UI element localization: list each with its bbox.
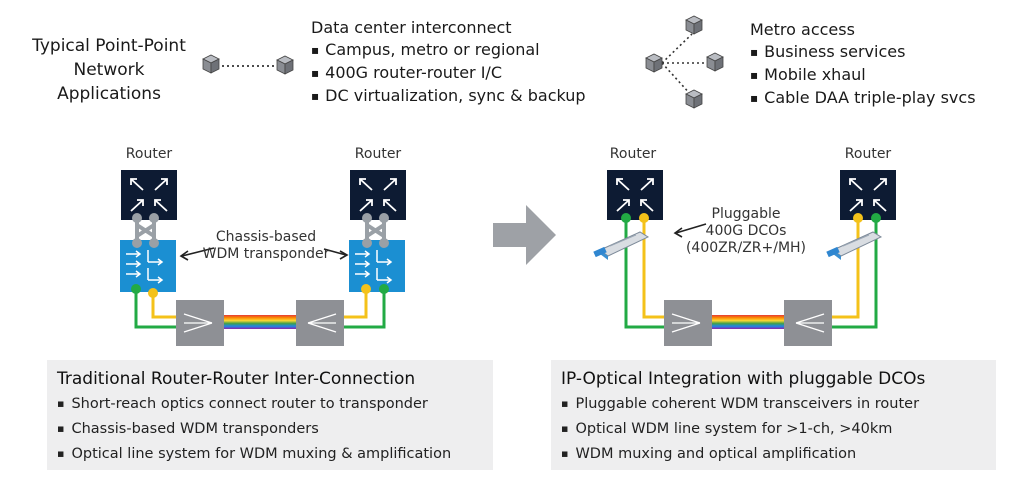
left-transponder-a-icon xyxy=(119,239,177,293)
left-panel-item: Short-reach optics connect router to tra… xyxy=(57,392,487,417)
annotation-line: Chassis-based xyxy=(215,229,317,245)
metro-heading: Metro access xyxy=(750,20,855,39)
right-wdm-line xyxy=(710,315,784,329)
dci-heading: Data center interconnect xyxy=(311,18,512,37)
metro-item: Mobile xhaul xyxy=(750,64,976,87)
left-wdm-line xyxy=(222,315,296,329)
metro-block: Metro access Business services Mobile xh… xyxy=(750,19,976,110)
dci-item: DC virtualization, sync & backup xyxy=(311,85,585,108)
annotation-line: WDM transponder xyxy=(202,246,330,262)
right-mux-a-icon xyxy=(663,299,713,347)
left-transponder-ports xyxy=(131,238,389,298)
right-panel-item: WDM muxing and optical amplification xyxy=(561,442,991,467)
title-line: Typical Point-Point xyxy=(32,36,186,56)
right-fibers xyxy=(624,218,878,329)
dci-link-icon xyxy=(202,54,294,75)
dci-block: Data center interconnect Campus, metro o… xyxy=(311,17,586,108)
right-panel-item: Pluggable coherent WDM transceivers in r… xyxy=(561,392,991,417)
dco-annotation: Pluggable 400G DCOs (400ZR/ZR+/MH) xyxy=(676,206,816,257)
transponder-annotation: Chassis-based WDM transponder xyxy=(196,229,336,263)
left-annotation-arrows xyxy=(179,247,349,261)
left-fibers xyxy=(134,289,386,329)
title-line: Applications xyxy=(57,84,161,104)
title-line: Network xyxy=(73,60,145,80)
right-router-a-icon xyxy=(606,169,664,221)
right-mux-b-icon xyxy=(783,299,833,347)
router-label: Router xyxy=(354,146,402,162)
annotation-line: Pluggable xyxy=(711,206,781,222)
pluggable-dco-b-icon xyxy=(825,231,882,261)
left-router-b-icon xyxy=(349,169,407,221)
annotation-line: 400G DCOs xyxy=(705,223,787,239)
right-panel-title: IP-Optical Integration with pluggable DC… xyxy=(561,369,926,389)
router-label: Router xyxy=(609,146,657,162)
left-mux-b-icon xyxy=(295,299,345,347)
right-annotation-arrow xyxy=(673,223,707,238)
left-panel-title: Traditional Router-Router Inter-Connecti… xyxy=(57,369,416,389)
metro-hub-icon xyxy=(645,15,724,109)
left-panel-item: Chassis-based WDM transponders xyxy=(57,417,487,442)
router-label: Router xyxy=(844,146,892,162)
pluggable-dco-a-icon xyxy=(592,231,649,261)
right-router-ports xyxy=(621,213,881,223)
router-label: Router xyxy=(125,146,173,162)
right-panel-item: Optical WDM line system for >1-ch, >40km xyxy=(561,417,991,442)
left-router-ports xyxy=(132,213,389,223)
right-router-b-icon xyxy=(839,169,897,221)
left-router-a-icon xyxy=(120,169,178,221)
right-panel: IP-Optical Integration with pluggable DC… xyxy=(561,369,991,467)
metro-item: Business services xyxy=(750,41,976,64)
left-panel-item: Optical line system for WDM muxing & amp… xyxy=(57,442,487,467)
metro-item: Cable DAA triple-play svcs xyxy=(750,87,975,110)
right-arrow-icon xyxy=(493,205,556,265)
left-panel: Traditional Router-Router Inter-Connecti… xyxy=(57,369,487,467)
dci-item: Campus, metro or regional xyxy=(311,39,586,62)
dci-item: 400G router-router I/C xyxy=(311,62,586,85)
left-transponder-b-icon xyxy=(348,239,406,293)
page-title: Typical Point-Point Network Applications xyxy=(14,34,204,106)
annotation-line: (400ZR/ZR+/MH) xyxy=(685,240,807,256)
left-mux-a-icon xyxy=(175,299,225,347)
